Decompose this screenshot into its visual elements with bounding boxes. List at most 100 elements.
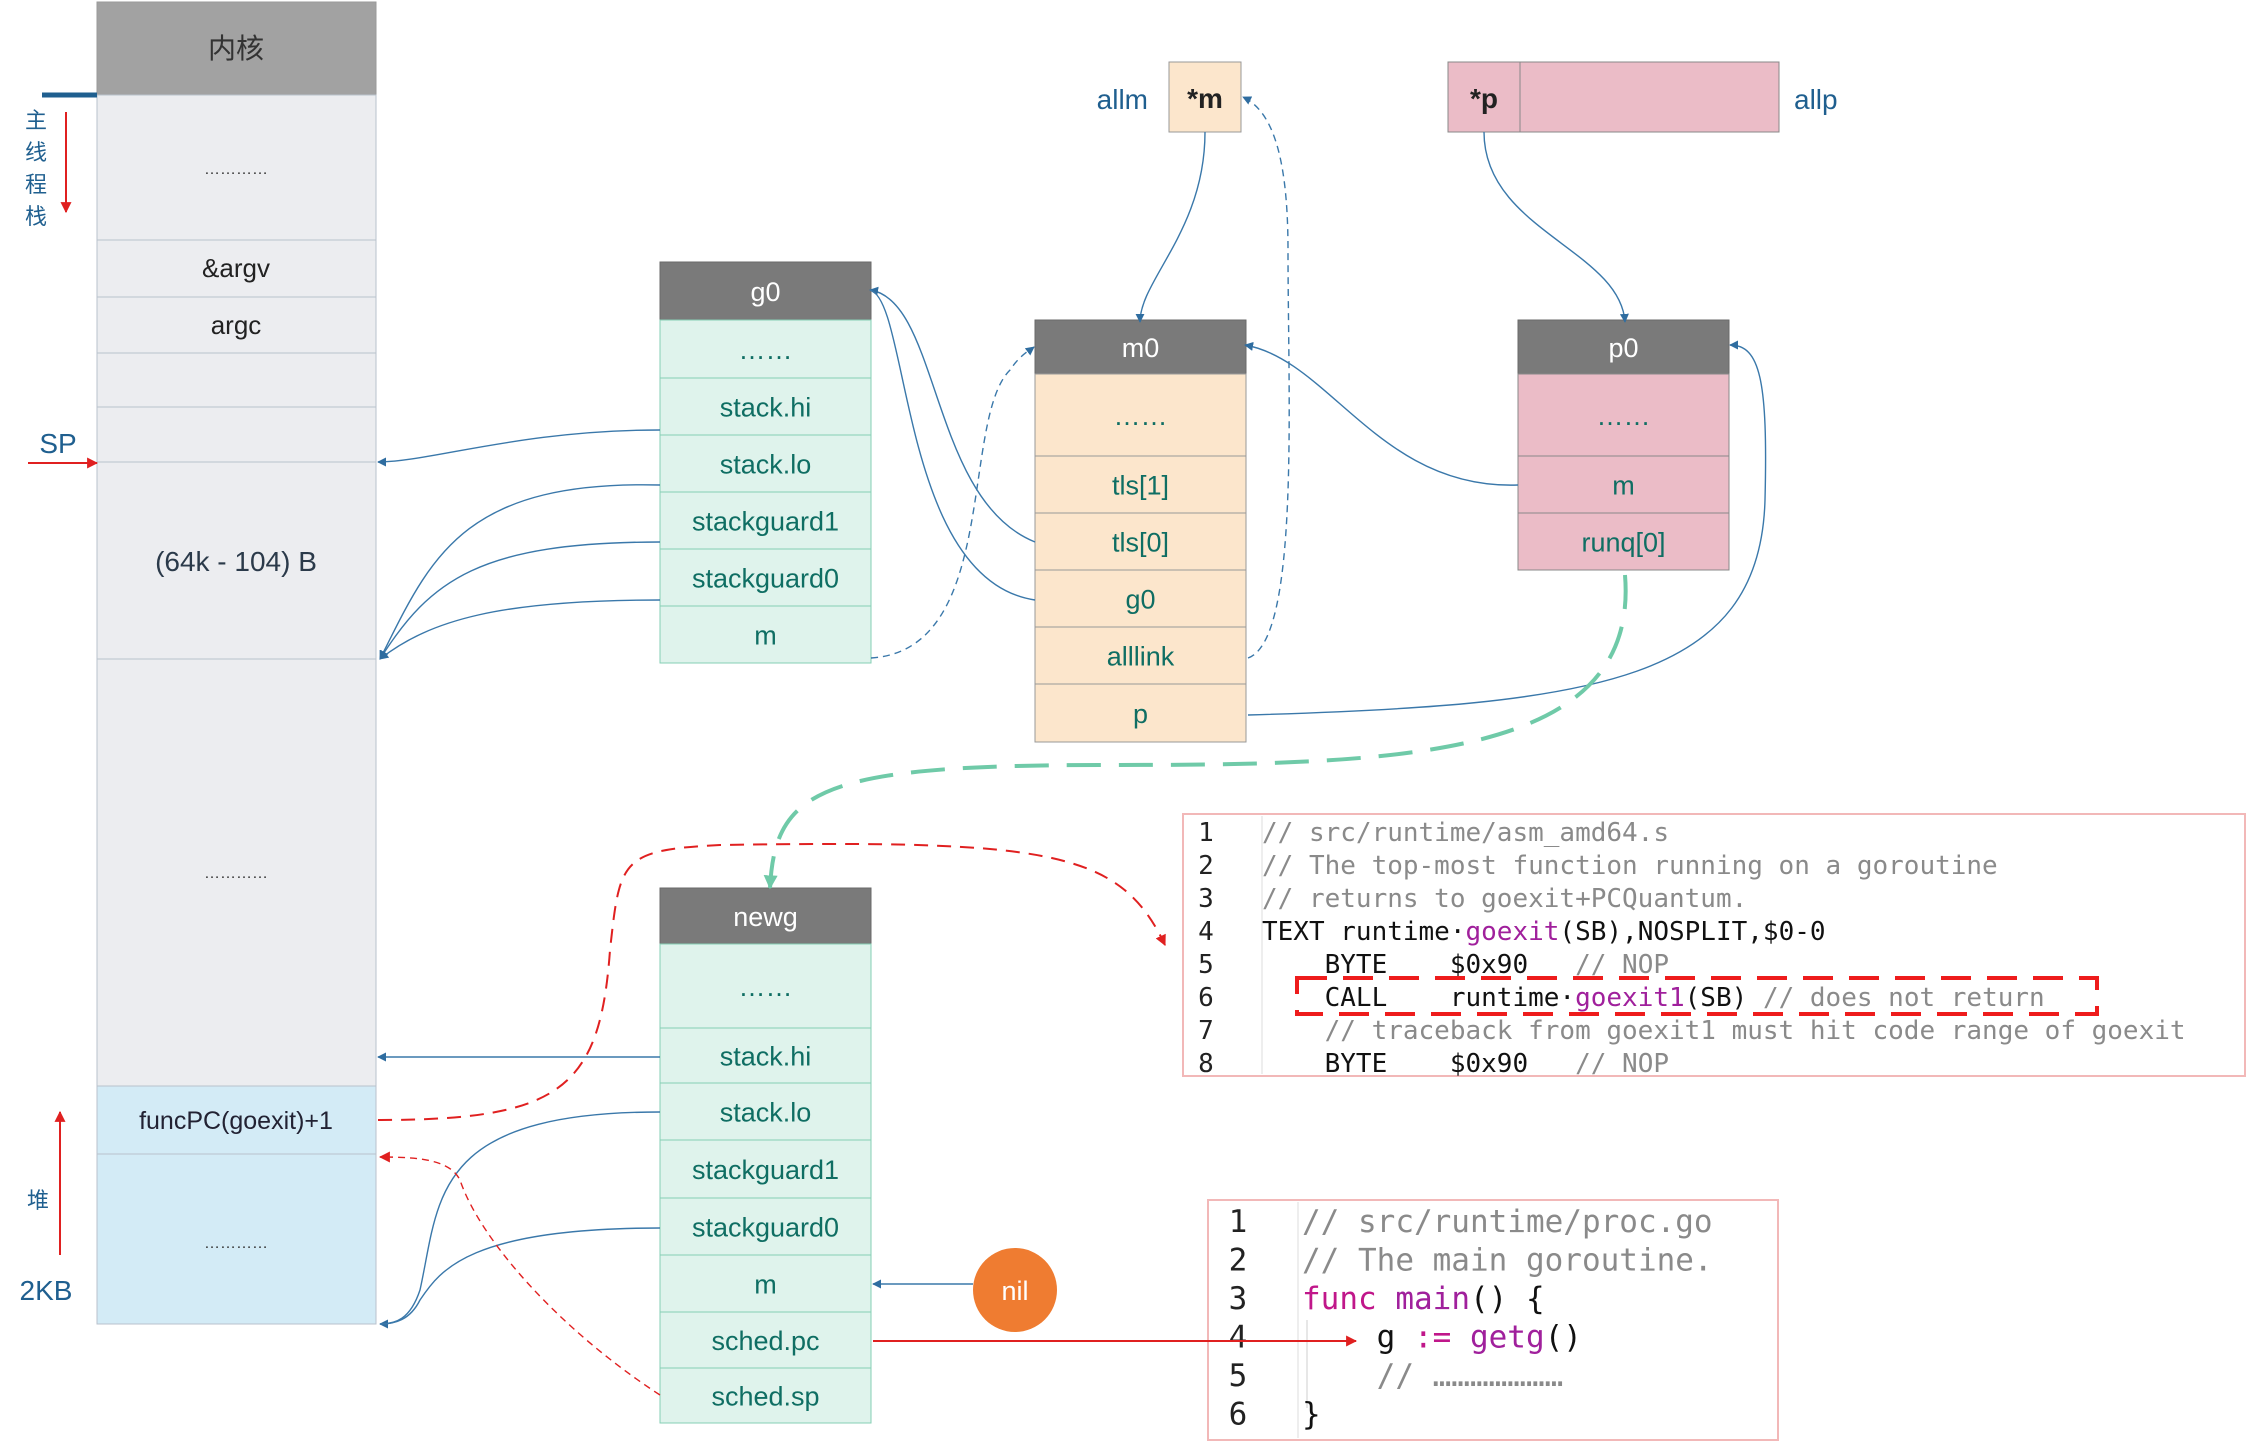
newg-field-label: stack.lo — [720, 1098, 812, 1128]
code-line: // ………………… — [1302, 1358, 1563, 1394]
code-line-number: 8 — [1198, 1049, 1214, 1079]
svg-text:&argv: &argv — [202, 253, 270, 283]
arrow-allm-m0 — [1135, 131, 1206, 323]
code-line-number: 4 — [1229, 1320, 1248, 1356]
svg-text:主: 主 — [25, 109, 47, 134]
newg-field-5 — [659, 1254, 872, 1313]
g0-field-3 — [659, 491, 872, 550]
arrow-m0tls0-g0 — [869, 286, 1036, 543]
code-line-number: 5 — [1198, 950, 1214, 980]
code-line-number: 7 — [1198, 1016, 1214, 1046]
code-panel-proc-box — [1207, 1199, 1779, 1441]
m0-field-4 — [1034, 626, 1247, 685]
arrow-schedsp-stack — [378, 1151, 661, 1396]
stack-slot-empty-2 — [96, 406, 377, 463]
g0-field-label: stackguard1 — [692, 507, 839, 537]
code-line: BYTE $0x90 // NOP — [1262, 950, 1669, 980]
allp: *p allp — [1447, 61, 1838, 133]
stack-slot-argv — [96, 239, 377, 298]
g0-field-4 — [659, 548, 872, 607]
svg-text:argc: argc — [211, 310, 262, 340]
g0-field-2 — [659, 434, 872, 493]
svg-text:程: 程 — [25, 173, 47, 198]
m0-field-label: tls[1] — [1112, 471, 1169, 501]
newg-field-0 — [659, 943, 872, 1029]
code-line-number: 3 — [1198, 884, 1214, 914]
newg-field-1 — [659, 1027, 872, 1084]
code-line-number: 1 — [1229, 1204, 1248, 1240]
arrow-g0m-m0 — [870, 346, 1035, 659]
svg-text:SP: SP — [39, 428, 76, 459]
svg-text:*m: *m — [1187, 83, 1223, 114]
svg-text:allp: allp — [1794, 84, 1838, 115]
p0-field-label: m — [1612, 471, 1635, 501]
code-line: // The top-most function running on a go… — [1262, 851, 1998, 881]
code-panel-asm: 1// src/runtime/asm_amd64.s2// The top-m… — [1182, 813, 2246, 1079]
g0-header — [659, 261, 872, 321]
stack-slot-dots-top — [96, 94, 377, 241]
g0-field-label: stack.hi — [720, 393, 812, 423]
code-line: func main() { — [1302, 1281, 1545, 1317]
newg-field-4 — [659, 1197, 872, 1256]
m0-field-1 — [1034, 455, 1247, 514]
m0-field-label: alllink — [1107, 642, 1175, 672]
m0-header — [1034, 319, 1247, 375]
g0-field-5 — [659, 605, 872, 664]
newg-field-label: stack.hi — [720, 1042, 812, 1072]
svg-text:allm: allm — [1097, 84, 1148, 115]
m0-field-5 — [1034, 683, 1247, 743]
allp-cell-first — [1447, 61, 1521, 133]
main-thread-stack: 内核 ………… &argv argc (64k - 104) B ………… fu… — [96, 1, 377, 1325]
newg-field-7 — [659, 1367, 872, 1424]
svg-text:2KB: 2KB — [20, 1275, 73, 1306]
allm-cell — [1168, 61, 1242, 133]
newg-field-label: m — [754, 1270, 777, 1300]
arrow-newg-stacklo — [379, 1111, 661, 1329]
p0-field-label: …… — [1597, 401, 1651, 431]
g0-field-label: stack.lo — [720, 450, 812, 480]
p0-field-label: runq[0] — [1581, 528, 1665, 558]
newg-field-label: stackguard1 — [692, 1155, 839, 1185]
newg-field-6 — [659, 1311, 872, 1369]
m0-field-0 — [1034, 373, 1247, 457]
code-line: // The main goroutine. — [1302, 1243, 1713, 1279]
m0-field-label: tls[0] — [1112, 528, 1169, 558]
side-annotations: 主 线 程 栈 SP 堆 2KB — [20, 92, 99, 1306]
arrow-p0m-m0 — [1244, 341, 1519, 486]
m0-field-3 — [1034, 569, 1247, 628]
connectors — [377, 96, 1767, 1329]
arrow-goexit-code — [377, 842, 1166, 1121]
struct-g0: g0……stack.histack.lostackguard1stackguar… — [659, 261, 872, 664]
nil-circle — [973, 1248, 1057, 1332]
g0-field-1 — [659, 377, 872, 436]
code-line-number: 1 — [1198, 818, 1214, 848]
arrow-newg-stackguard0 — [379, 1227, 661, 1325]
allm: allm *m — [1097, 61, 1242, 133]
code-line-number: 6 — [1198, 983, 1214, 1013]
stack-header — [96, 1, 377, 96]
p0-field-2 — [1517, 512, 1730, 571]
struct-p0: p0 …… m runq[0] — [1517, 319, 1730, 571]
arrow-allp-p0 — [1483, 131, 1629, 323]
code-line: // returns to goexit+PCQuantum. — [1262, 884, 1747, 914]
code-line-number: 3 — [1229, 1281, 1248, 1317]
allp-cell-rest — [1519, 61, 1780, 133]
nil-node: nil — [973, 1248, 1057, 1332]
arrow-runq-newg — [763, 574, 1628, 890]
stack-slot-argc — [96, 296, 377, 354]
code-line-number: 6 — [1229, 1397, 1248, 1433]
struct-newg: newg……stack.histack.lostackguard1stackgu… — [659, 887, 872, 1424]
newg-field-label: sched.sp — [711, 1382, 819, 1412]
p0-field-1 — [1517, 455, 1730, 514]
g0-field-0 — [659, 319, 872, 379]
code-line: // src/runtime/proc.go — [1302, 1204, 1713, 1240]
code-proc-lines: 1// src/runtime/proc.go2// The main goro… — [1229, 1204, 1713, 1433]
p0-title: p0 — [1608, 333, 1638, 363]
arrow-alllink-allm — [1242, 96, 1290, 659]
arrow-m0g0-g0 — [869, 289, 1036, 601]
newg-field-label: sched.pc — [711, 1326, 819, 1356]
code-asm-lines: 1// src/runtime/asm_amd64.s2// The top-m… — [1198, 818, 2185, 1079]
